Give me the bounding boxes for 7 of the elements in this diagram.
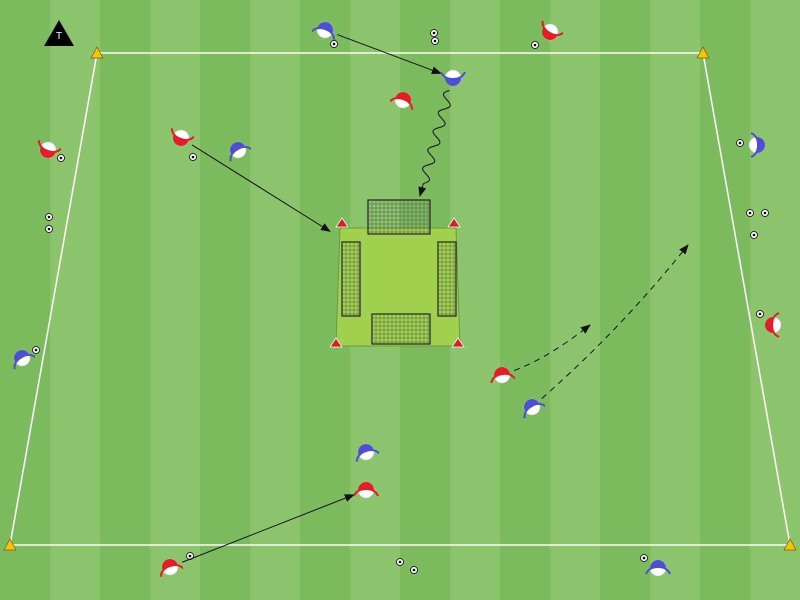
run-arrow bbox=[514, 324, 591, 371]
pass-arrow bbox=[182, 494, 355, 563]
pass-arrow bbox=[336, 34, 442, 74]
dribble-arrow bbox=[418, 90, 451, 197]
coach-label: T bbox=[54, 30, 64, 43]
run-arrow bbox=[541, 244, 689, 399]
pass-arrow bbox=[192, 144, 331, 232]
